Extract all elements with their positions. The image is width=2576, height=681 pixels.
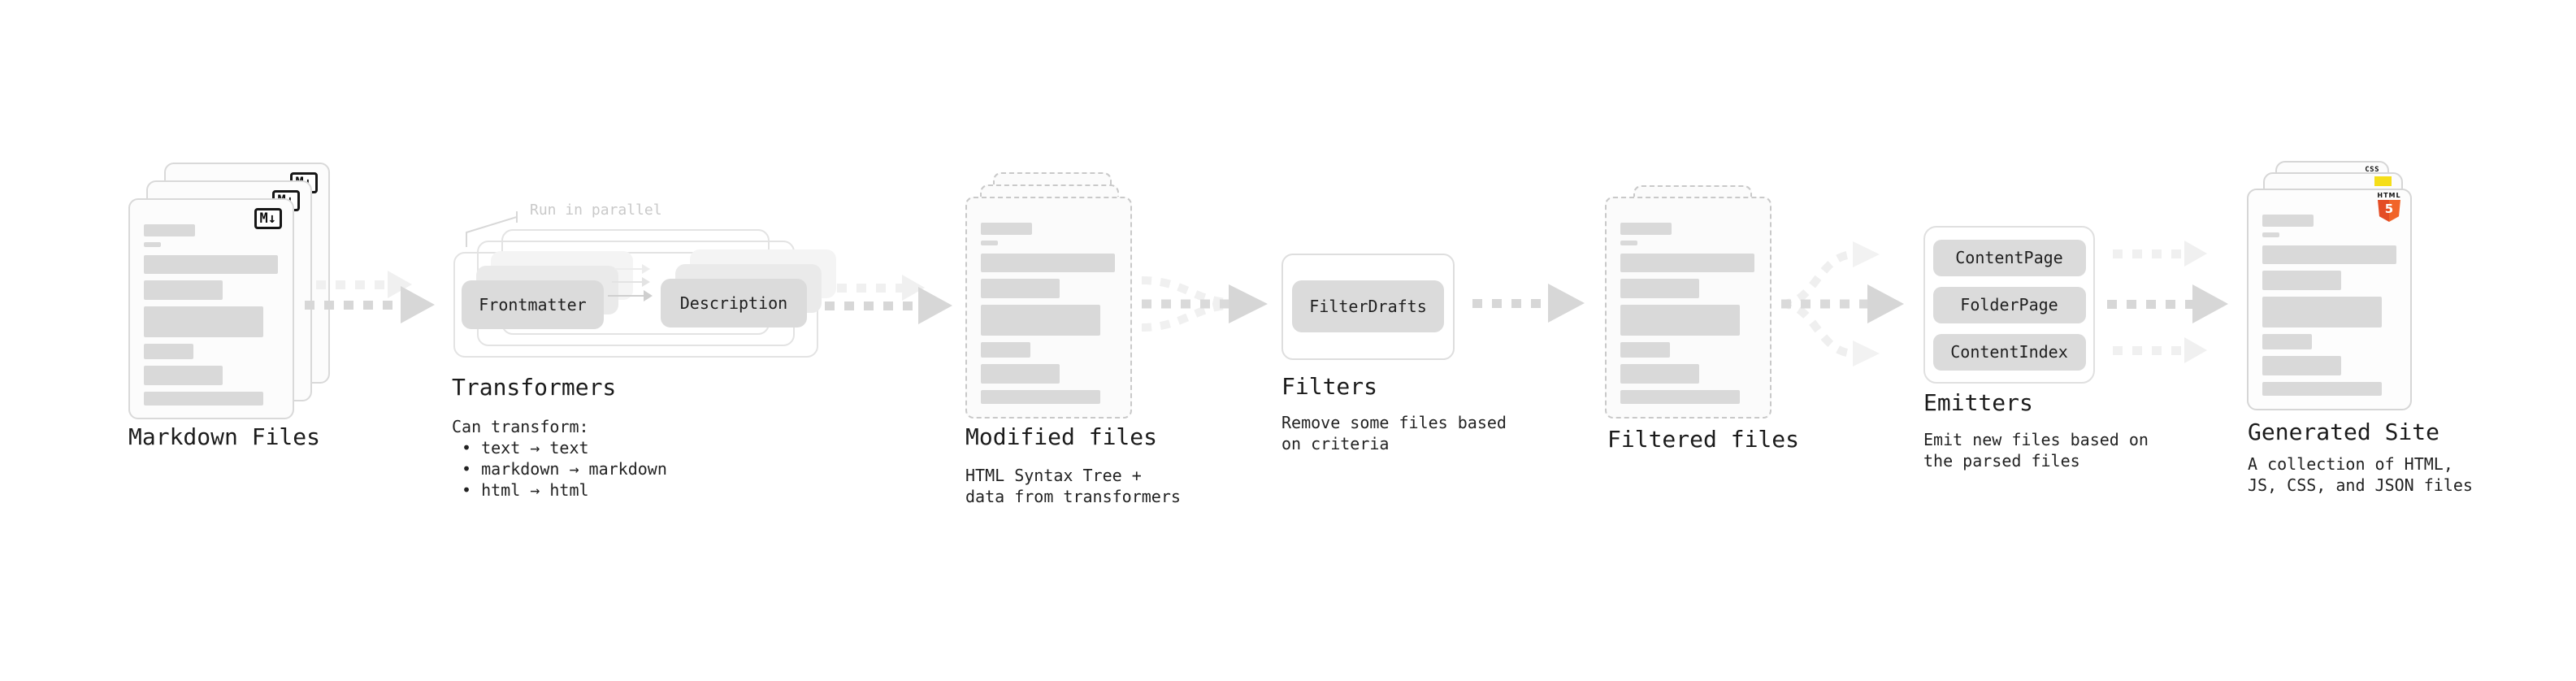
text-skeleton-bar [2262,382,2382,396]
text-skeleton-bar [144,224,195,236]
markdown-icon: M↓ [254,208,282,229]
text-skeleton-bar [144,242,161,247]
mini-arrow-icon [608,290,653,301]
filters-description: Remove some files based on criteria [1281,412,1507,454]
text-skeleton-bar [144,392,263,406]
arrow-merge-into-filters [1141,276,1268,332]
text-skeleton-bar [981,254,1115,272]
emitters-box: ContentPage FolderPage ContentIndex [1923,226,2095,384]
text-skeleton-bar [2262,297,2382,327]
text-skeleton-bar [144,344,193,359]
filtered-files-label: Filtered files [1607,426,1800,453]
flow-arrow-icon [305,286,435,323]
js-icon [2374,176,2392,186]
description-line: the parsed files [1923,451,2080,471]
html5-icon: HTML 5 [2376,192,2402,222]
description-line: on criteria [1281,434,1390,453]
modified-files-label: Modified files [965,423,1158,450]
arrow-filters-to-filtered [1472,284,1585,323]
modified-files-description: HTML Syntax Tree + data from transformer… [965,465,1181,507]
annotation-callout-line [466,211,518,247]
generated-site-label: Generated Site [2248,419,2440,445]
description-line: Can transform: [452,417,589,436]
transformers-description: Can transform: • text → text • markdown … [452,416,667,501]
emitters-description: Emit new files based on the parsed files [1923,429,2149,471]
text-skeleton-bar [144,306,263,337]
emitters-label: Emitters [1923,389,2033,416]
text-skeleton-bar [981,390,1100,404]
text-skeleton-bar [1620,279,1699,298]
text-skeleton-bar [2262,356,2341,375]
text-skeleton-bar [144,280,223,300]
text-skeleton-bar [1620,223,1672,235]
text-skeleton-bar [981,279,1060,298]
emitter-pill-contentpage: ContentPage [1932,239,2086,276]
markdown-file-card-front: M↓ [128,198,294,419]
flow-arrow-icon [2113,337,2207,363]
description-line: JS, CSS, and JSON files [2248,475,2473,495]
run-in-parallel-note: Run in parallel [530,202,662,219]
text-skeleton-bar [981,364,1060,384]
text-skeleton-bar [1620,364,1699,384]
text-skeleton-bar [2262,215,2314,227]
text-skeleton-bar [981,305,1100,336]
description-line: A collection of HTML, [2248,454,2453,474]
bullet-line: • html → html [462,480,589,500]
text-skeleton-bar [2262,232,2279,237]
text-skeleton-bar [1620,254,1754,272]
description-line: HTML Syntax Tree + [965,466,1142,485]
text-skeleton-bar [2262,245,2396,264]
mini-arrow-icon [612,277,650,287]
flow-arrow-icon [2113,241,2207,267]
filters-label: Filters [1281,373,1378,400]
text-skeleton-bar [1620,241,1637,245]
generated-site-description: A collection of HTML, JS, CSS, and JSON … [2248,453,2473,496]
text-skeleton-bar [144,255,278,274]
html-file-card: HTML 5 [2247,189,2412,410]
transformers-label: Transformers [452,374,617,401]
modified-file-card-front [965,197,1132,419]
text-skeleton-bar [1620,342,1670,358]
text-skeleton-bar [981,223,1032,235]
filtered-file-card-front [1605,197,1772,419]
description-line: data from transformers [965,487,1181,506]
emitter-pill-folderpage: FolderPage [1932,286,2086,323]
description-line: Remove some files based [1281,413,1507,432]
text-skeleton-bar [981,241,998,245]
transformer-pill-description: Description [661,279,807,327]
text-skeleton-bar [981,342,1030,358]
text-skeleton-bar [2262,271,2341,290]
text-skeleton-bar [2262,334,2312,349]
emitter-pill-contentindex: ContentIndex [1932,333,2086,371]
text-skeleton-bar [1620,390,1740,404]
mini-arrow-icon [614,264,650,274]
bullet-line: • text → text [462,438,589,458]
filter-pill-filterdrafts: FilterDrafts [1292,280,1444,332]
flow-arrow-icon [2107,284,2228,323]
markdown-files-label: Markdown Files [128,423,321,450]
text-skeleton-bar [1620,305,1740,336]
text-skeleton-bar [144,366,223,385]
bullet-line: • markdown → markdown [462,459,667,479]
transformer-pill-frontmatter: Frontmatter [462,280,604,329]
flow-arrow-icon [825,287,952,324]
description-line: Emit new files based on [1923,430,2149,449]
arrow-fanout-to-emitters [1780,241,1904,367]
filters-box: FilterDrafts [1281,254,1455,360]
